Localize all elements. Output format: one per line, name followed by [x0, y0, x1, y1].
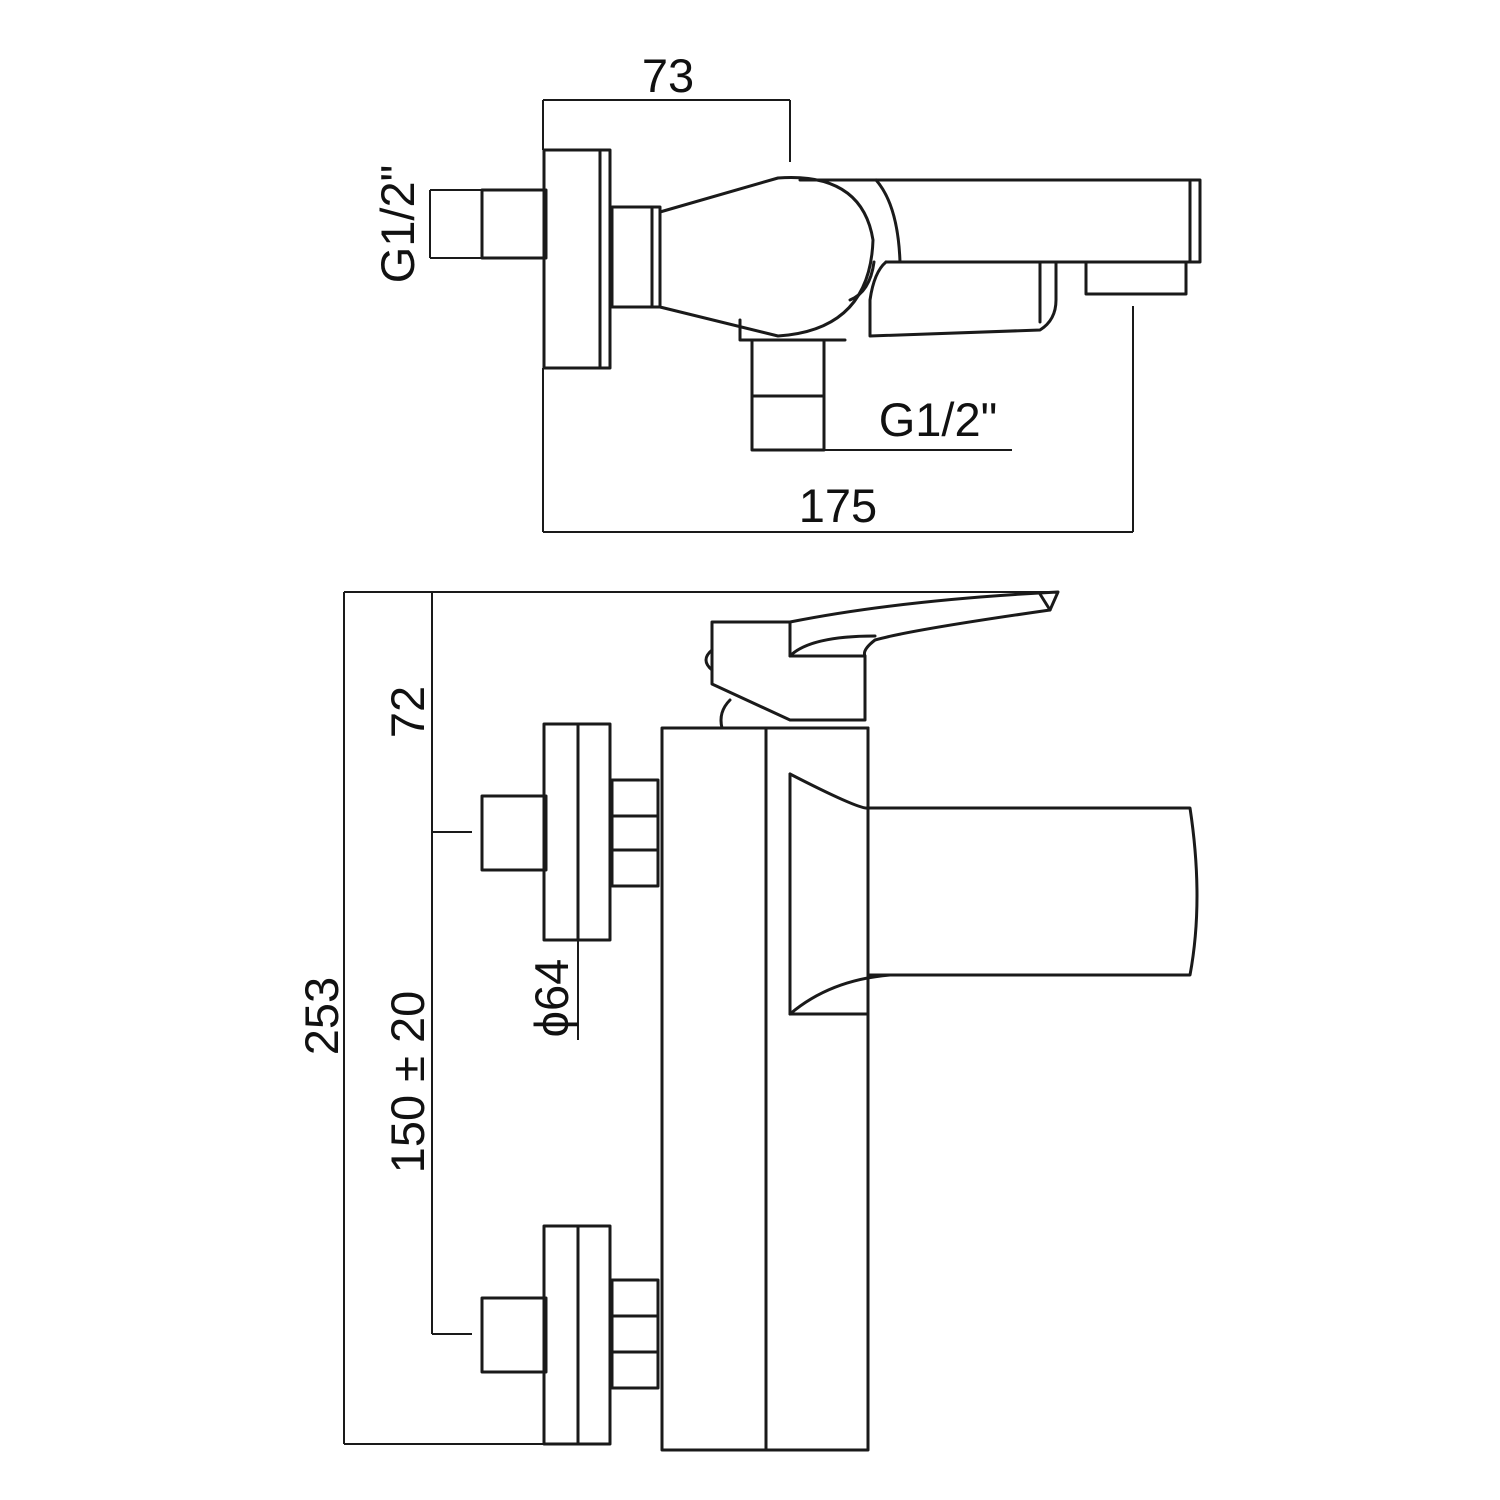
top-view: 73 G1/2" G1/2" 175: [371, 49, 1202, 533]
top-mixer-body: [658, 176, 876, 342]
top-dimension-lines: [429, 99, 1134, 533]
top-spout: [798, 178, 1202, 338]
dim-centers-label: 150 ± 20: [381, 991, 434, 1174]
front-body-column: [660, 726, 870, 1452]
front-spout: [788, 726, 1199, 1016]
top-coupling-nut: [610, 205, 662, 309]
top-inlet-pipe: [480, 188, 548, 260]
top-wall-flange: [542, 148, 612, 370]
top-outlet-pipe: [750, 338, 826, 452]
dim-overall-length-label: 175: [799, 479, 877, 532]
front-dimension-lines: [343, 591, 1058, 1445]
front-handle-lever: [704, 590, 1060, 730]
front-view: 72 253 150 ± 20 ϕ64: [295, 590, 1199, 1452]
front-upper-connection: [480, 722, 660, 942]
dim-flange-diameter-label: ϕ64: [525, 959, 578, 1038]
front-lower-connection: [480, 1224, 660, 1446]
dim-overall-height-label: 253: [295, 977, 348, 1055]
dim-inlet-thread-label: G1/2": [371, 165, 424, 284]
dim-handle-height-label: 72: [381, 686, 434, 738]
dim-outlet-thread-label: G1/2": [879, 393, 998, 446]
dim-depth-label: 73: [642, 49, 694, 102]
top-aerator: [1084, 260, 1188, 296]
